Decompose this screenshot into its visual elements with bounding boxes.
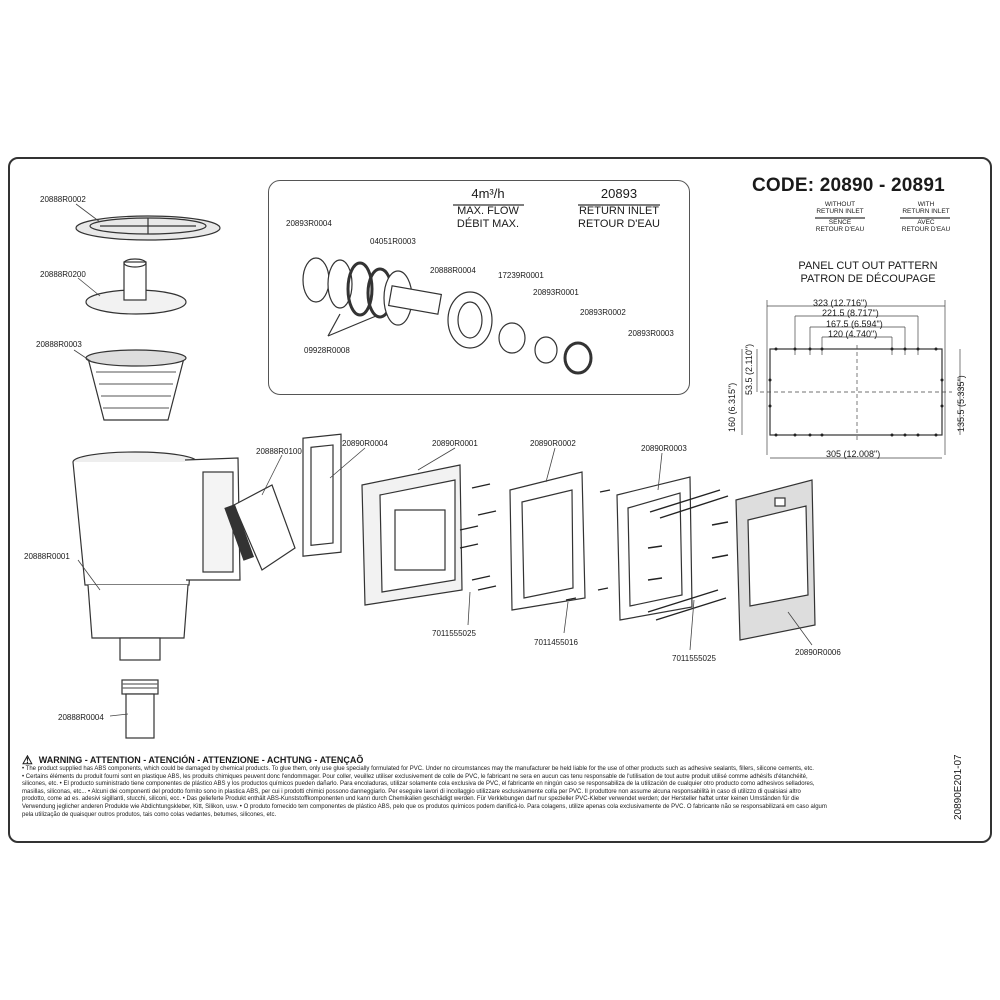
skimmer-body-part — [72, 451, 241, 661]
part-label: 20888R0003 — [36, 340, 82, 349]
part-label: 20888R0004 — [58, 713, 104, 722]
part-label: 04051R0003 — [370, 237, 416, 246]
part-label: 20893R0003 — [628, 329, 674, 338]
part-label: 7011455016 — [534, 638, 578, 647]
warning-text-line: • The product supplied has ABS component… — [22, 766, 814, 772]
part-label: 20893R0002 — [580, 308, 626, 317]
warning-text-line: prodotto, come ad es. adesivi sigillanti… — [22, 796, 800, 803]
part-label: 20888R0100 — [256, 447, 302, 456]
dim-53: 53.5 (2.110") — [744, 343, 754, 395]
warning-text-line: pela utilização de quaisquer outros prod… — [22, 811, 277, 818]
part-label: 20888R0200 — [40, 270, 86, 279]
skimmer-nozzle-part — [121, 679, 159, 695]
warning-block: ⚠ WARNING - ATTENTION - ATENCIÓN - ATTEN… — [22, 754, 958, 819]
part-label: 20890R0002 — [530, 439, 576, 448]
dim-323: 323 (12.716") — [813, 298, 868, 308]
part-label: 20890R0006 — [795, 648, 841, 657]
gasket-20890R0004 — [302, 433, 342, 557]
basket-part — [87, 357, 185, 421]
part-label: 20890R0004 — [342, 439, 388, 448]
document-code: 20890E201-07 — [953, 754, 964, 820]
part-label: 20893R0004 — [286, 219, 332, 228]
part-label: 20890R0001 — [432, 439, 478, 448]
part-label: 17239R0001 — [498, 271, 544, 280]
warning-title: ⚠ WARNING - ATTENTION - ATENCIÓN - ATTEN… — [22, 753, 364, 767]
gasket-20890R0003 — [616, 476, 693, 621]
warning-text-line: Verwendung jeglicher anderen Produkte wi… — [22, 803, 827, 810]
part-label: 20888R0001 — [24, 552, 70, 561]
return-inlet-exploded-parts — [302, 257, 593, 375]
gasket-20890R0002 — [509, 471, 586, 611]
part-label: 20893R0001 — [533, 288, 579, 297]
part-label: 20888R0004 — [430, 266, 476, 275]
part-label: 7011555025 — [432, 629, 476, 638]
warning-text-line: masillas, siliconas, etc... • Alcuni dei… — [22, 788, 801, 795]
dim-305: 305 (12.008") — [826, 449, 881, 459]
dim-167: 167.5 (6.594") — [826, 319, 883, 329]
part-label: 7011555025 — [672, 654, 716, 663]
dim-221: 221.5 (8.717") — [822, 308, 879, 318]
flap-part — [233, 484, 296, 571]
drawing-sheet-frame — [8, 157, 992, 843]
dim-135: 135.5 (5.335") — [956, 375, 966, 432]
part-label: 20888R0002 — [40, 195, 86, 204]
dim-120: 120 (4.740") — [828, 329, 878, 339]
warning-triangle-icon: ⚠ — [22, 753, 33, 767]
product-code-title: CODE: 20890 - 20891 — [752, 175, 945, 196]
return-inlet-inset — [268, 180, 690, 395]
frame-20890R0001 — [361, 464, 463, 606]
part-label: 20890R0003 — [641, 444, 687, 453]
part-label: 09928R0008 — [304, 346, 350, 355]
warning-text-line: • Certains éléments du produit fourni so… — [22, 773, 808, 780]
warning-text-line: silicones, etc. • El producto suministra… — [22, 781, 815, 788]
dim-160: 160 (6.315") — [727, 382, 737, 432]
